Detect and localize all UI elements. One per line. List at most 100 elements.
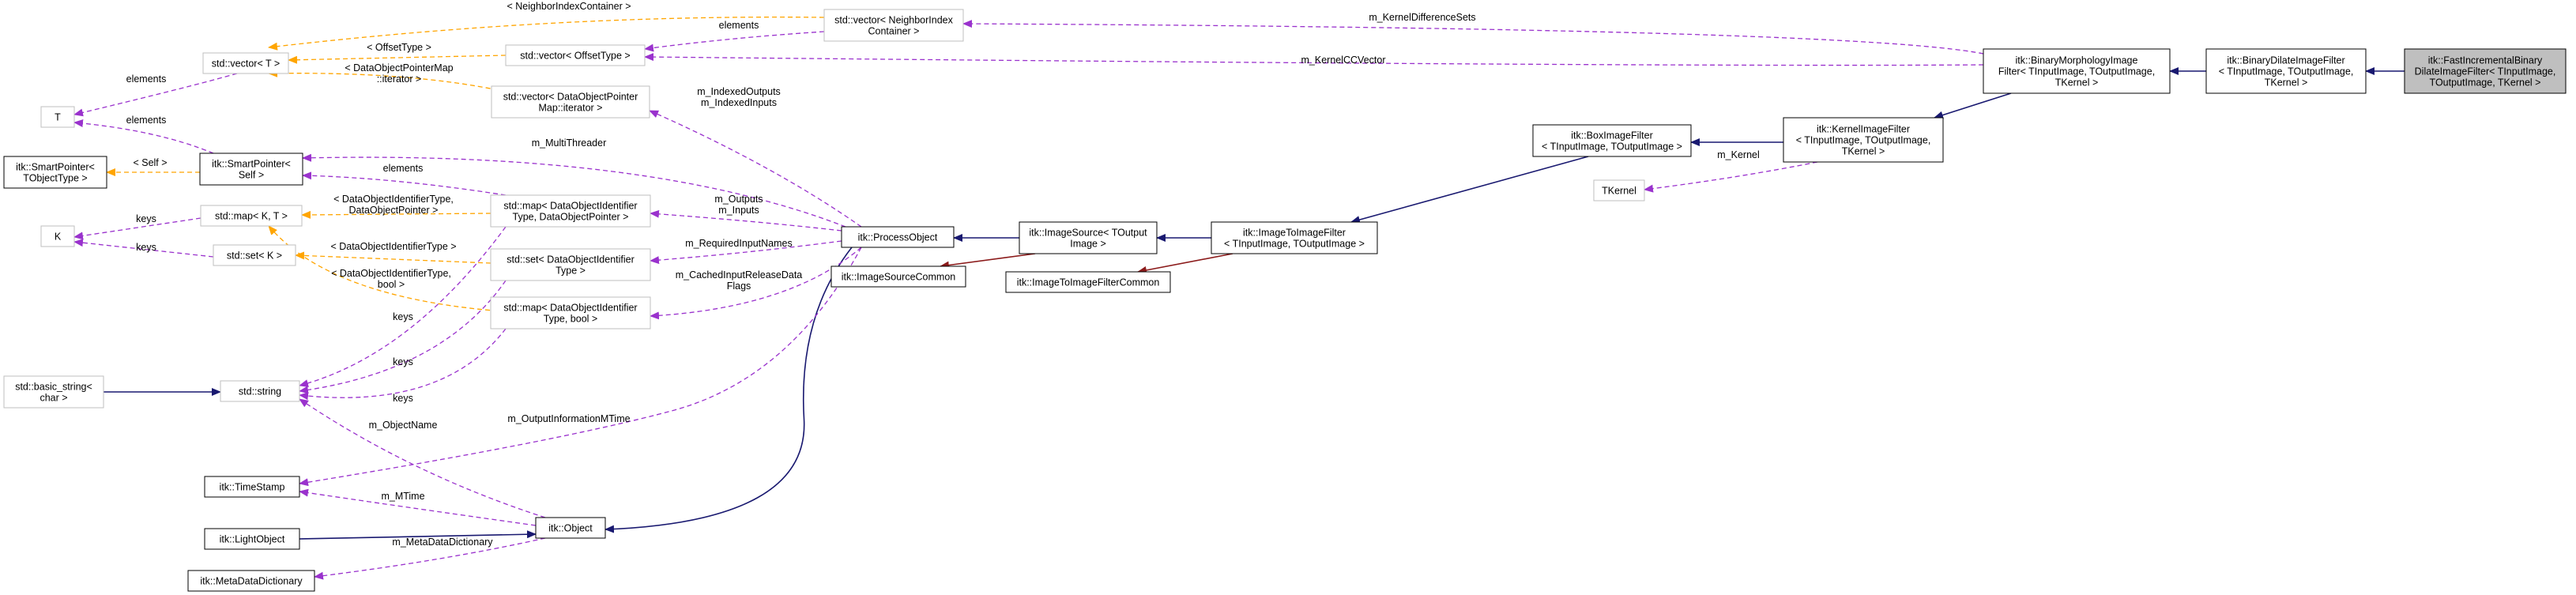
node-box: [823, 9, 964, 42]
node-label-line: itk::TimeStamp: [220, 482, 285, 493]
edge-label-metadatadictionary: m_MetaDataDictionary: [392, 537, 493, 548]
edge-label-kernel: m_Kernel: [1717, 149, 1760, 160]
edge-label-line: keys: [136, 242, 156, 253]
edge-keys-k: [73, 217, 201, 240]
node-label-line: TKernel >: [2265, 77, 2308, 88]
node-box: [2205, 48, 2367, 94]
node-box: [1211, 221, 1378, 254]
node-box: [204, 476, 300, 498]
node-image-source-common[interactable]: itk::ImageSourceCommon: [830, 265, 966, 288]
node-label-line: std::vector< T >: [212, 58, 280, 70]
node-basic-string: std::basic_string<char >: [3, 375, 104, 409]
node-label-line: Filter< TInputImage, TOutputImage,: [1998, 66, 2155, 77]
node-t: T: [40, 106, 75, 128]
node-box: [841, 226, 955, 248]
node-label-line: itk::BoxImageFilter: [1571, 130, 1653, 141]
edge-label-keys-s1: keys: [393, 311, 413, 322]
edge-label-line: < DataObjectIdentifierType,: [333, 194, 454, 205]
node-kernel-image-filter[interactable]: itk::KernelImageFilter< TInputImage, TOu…: [1783, 117, 1944, 163]
node-box-image-filter[interactable]: itk::BoxImageFilter< TInputImage, TOutpu…: [1532, 124, 1692, 157]
node-k: K: [40, 225, 75, 247]
node-label-line: itk::ProcessObject: [858, 232, 938, 243]
node-set-dataobjectidentifier: std::set< DataObjectIdentifierType >: [490, 248, 651, 281]
edge-label-object-name: m_ObjectName: [369, 420, 438, 431]
node-process-object[interactable]: itk::ProcessObject: [841, 226, 955, 248]
edge-label-neighborindex-container: < NeighborIndexContainer >: [507, 1, 631, 12]
edge-box-to-image-to-image: [1350, 156, 1589, 224]
edge-label-self: < Self >: [133, 157, 167, 168]
edge-source-common: [940, 253, 1036, 269]
edge-label-kernel-cc-vector: m_KernelCCVector: [1301, 55, 1386, 66]
edge-label-line: < DataObjectPointerMap: [345, 62, 453, 73]
edge-label-line: keys: [136, 213, 156, 224]
edge-map-bool-tpl: [268, 225, 514, 313]
node-label-line: std::vector< NeighborIndex: [834, 15, 953, 26]
edge-image-to-image-common: [1137, 253, 1233, 274]
edge-label-line: m_KernelDifferenceSets: [1369, 12, 1475, 23]
edge-elements-t2: [73, 119, 214, 154]
node-label-line: Image >: [1070, 239, 1106, 250]
node-binary-dilate[interactable]: itk::BinaryDilateImageFilter< TInputImag…: [2205, 48, 2367, 94]
node-label-line: Type, bool >: [544, 314, 597, 325]
edge-label-line: elements: [719, 20, 759, 31]
node-label-line: K: [55, 232, 62, 243]
edge-label-line: m_IndexedOutputs: [697, 86, 781, 97]
node-object[interactable]: itk::Object: [535, 517, 606, 539]
edge-label-line: bool >: [378, 279, 405, 290]
edge-label-line: m_Inputs: [718, 205, 759, 216]
node-label-line: std::vector< OffsetType >: [520, 51, 630, 62]
node-string: std::string: [220, 380, 300, 402]
edge-label-line: m_RequiredInputNames: [685, 238, 793, 249]
node-box: [199, 153, 303, 186]
edge-label-elements-smart: elements: [383, 163, 424, 174]
edge-label-line: elements: [383, 163, 424, 174]
node-label-line: itk::ImageToImageFilterCommon: [1017, 277, 1160, 288]
edge-set-tpl: [295, 251, 491, 264]
edge-cached-input: [650, 247, 862, 320]
node-label-line: std::basic_string<: [15, 382, 92, 393]
edge-lightobject-to-object: [299, 530, 537, 540]
edge-label-line: keys: [393, 311, 413, 322]
edge-label-keys-k: keys: [136, 213, 156, 224]
node-timestamp[interactable]: itk::TimeStamp: [204, 476, 300, 498]
edge-outputs-inputs: [650, 209, 842, 232]
node-box: [490, 248, 651, 281]
edge-label-line: < Self >: [133, 157, 167, 168]
edge-process-object-to-object: [604, 247, 853, 533]
edge-object-name: [299, 398, 546, 518]
node-smartpointer-self[interactable]: itk::SmartPointer<Self >: [199, 153, 303, 186]
node-lightobject[interactable]: itk::LightObject: [204, 528, 300, 550]
node-metadatadictionary[interactable]: itk::MetaDataDictionary: [187, 570, 315, 592]
node-image-to-image-filter-common[interactable]: itk::ImageToImageFilterCommon: [1005, 271, 1171, 293]
node-label-line: itk::MetaDataDictionary: [200, 576, 303, 587]
node-box: [3, 375, 104, 409]
edge-mtime: [299, 488, 537, 526]
edge-label-line: m_MetaDataDictionary: [392, 537, 493, 548]
node-label-line: std::set< DataObjectIdentifier: [507, 254, 635, 265]
edge-neighborindex-container: [268, 17, 825, 51]
edge-kernel: [1644, 161, 1818, 193]
node-label-line: < TInputImage, TOutputImage >: [1224, 239, 1365, 250]
node-box: [3, 156, 107, 189]
node-map-bool: std::map< DataObjectIdentifierType, bool…: [490, 296, 651, 330]
edge-elements-offset: [644, 31, 825, 52]
node-image-to-image-filter[interactable]: itk::ImageToImageFilter< TInputImage, TO…: [1211, 221, 1378, 254]
node-fast-incremental[interactable]: itk::FastIncrementalBinaryDilateImageFil…: [2404, 48, 2567, 94]
edge-label-required-input-names: m_RequiredInputNames: [685, 238, 793, 249]
edge-elements-smart: [302, 171, 507, 196]
node-label-line: T: [55, 112, 61, 123]
edge-label-line: keys: [393, 393, 413, 404]
edge-label-line: m_OutputInformationMTime: [507, 413, 630, 424]
node-box: [213, 244, 296, 266]
node-image-source[interactable]: itk::ImageSource< TOutputImage >: [1019, 221, 1158, 254]
edge-label-line: elements: [126, 73, 167, 85]
node-box: [1532, 124, 1692, 157]
node-smartpointer-tobjecttype[interactable]: itk::SmartPointer<TObjectType >: [3, 156, 107, 189]
node-box: [490, 194, 651, 228]
node-box: [1593, 179, 1645, 201]
edge-label-dataobjectpointermap-iterator: < DataObjectPointerMap::iterator >: [345, 62, 453, 85]
edge-label-line: m_IndexedInputs: [701, 97, 777, 108]
edge-label-line: Flags: [727, 281, 751, 292]
edge-label-line: keys: [393, 356, 413, 367]
